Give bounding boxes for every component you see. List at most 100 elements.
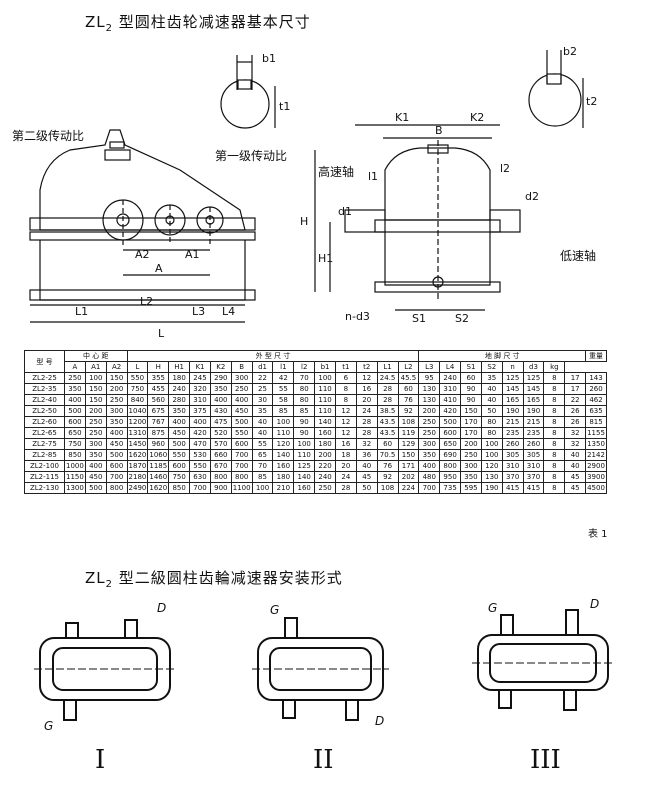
column-header: H1 xyxy=(168,361,191,373)
column-header: l1 xyxy=(272,361,295,373)
th-foot: 地 脚 尺 寸 xyxy=(418,350,587,362)
table-cell: 8 xyxy=(543,438,566,450)
table-cell: 190 xyxy=(480,482,503,494)
label-K1: K1 xyxy=(395,111,409,124)
column-header: L1 xyxy=(376,361,399,373)
table-cell: 1620 xyxy=(147,482,170,494)
label-B: B xyxy=(435,124,443,137)
form-2-D: D xyxy=(375,714,384,728)
page-title: ZL2 型圆柱齿轮减速器基本尺寸 xyxy=(85,13,311,34)
table-cell: 2180 xyxy=(126,471,149,483)
table-cell: 250 xyxy=(105,394,128,406)
table-cell: 250 xyxy=(230,383,253,395)
table-cell: 55 xyxy=(251,438,274,450)
table-cell: 500 xyxy=(230,416,253,428)
table-cell: 960 xyxy=(147,438,170,450)
label-L: L xyxy=(158,327,165,340)
table-cell: 430 xyxy=(209,405,232,417)
table-cell: 1870 xyxy=(126,460,149,472)
column-header: l2 xyxy=(293,361,316,373)
table-cell: 400 xyxy=(230,394,253,406)
table-cell: 80 xyxy=(480,427,503,439)
table-cell: 450 xyxy=(105,438,128,450)
label-L4: L4 xyxy=(222,305,235,318)
table-cell: 420 xyxy=(189,427,211,439)
form-1-G: G xyxy=(44,719,53,733)
table-cell: 250 xyxy=(84,416,107,428)
column-header: K2 xyxy=(209,361,232,373)
label-A2: A2 xyxy=(135,248,150,261)
table-cell: 240 xyxy=(314,471,336,483)
table-cell: 28 xyxy=(376,394,399,406)
table-cell: 370 xyxy=(522,471,545,483)
table-cell: 90 xyxy=(460,394,482,406)
table-cell: 595 xyxy=(460,482,482,494)
table-cell-model: ZL2-115 xyxy=(24,471,65,483)
table-cell: 550 xyxy=(189,460,211,472)
th-center: 中 心 距 xyxy=(64,350,128,362)
column-header: H xyxy=(147,361,170,373)
table-cell: 310 xyxy=(501,460,524,472)
table-cell: 100 xyxy=(480,438,503,450)
table-cell: 140 xyxy=(272,449,295,461)
table-cell: 40 xyxy=(480,383,503,395)
table-cell: 28 xyxy=(355,427,378,439)
table-cell: 1150 xyxy=(64,471,86,483)
table-cell-model: ZL2-65 xyxy=(24,427,65,439)
table-cell: 100 xyxy=(480,449,503,461)
column-header: A1 xyxy=(84,361,107,373)
table-cell: 160 xyxy=(293,482,316,494)
table-cell: 143 xyxy=(585,372,607,384)
table-cell: 6 xyxy=(334,372,357,384)
table-cell: 70 xyxy=(251,460,274,472)
label-A: A xyxy=(155,262,163,275)
table-cell: 85 xyxy=(272,405,295,417)
table-cell: 550 xyxy=(168,449,191,461)
table-cell: 550 xyxy=(230,427,253,439)
table-cell: 26 xyxy=(564,416,587,428)
table-cell: 190 xyxy=(522,405,545,417)
table-cell: 200 xyxy=(105,383,128,395)
table-cell: 8 xyxy=(334,394,357,406)
table-cell: 950 xyxy=(439,471,462,483)
column-header: kg xyxy=(543,361,566,373)
table-cell: 110 xyxy=(293,449,316,461)
table-cell: 24 xyxy=(334,471,357,483)
table-cell: 700 xyxy=(189,482,211,494)
column-header: t1 xyxy=(334,361,357,373)
table-cell: 180 xyxy=(314,438,336,450)
table-cell: 80 xyxy=(293,383,316,395)
table-cell: 520 xyxy=(209,427,232,439)
table-cell-model: ZL2-130 xyxy=(24,482,65,494)
table-cell: 450 xyxy=(230,405,253,417)
table-cell: 570 xyxy=(209,438,232,450)
label-L3: L3 xyxy=(192,305,205,318)
table-cell: 480 xyxy=(418,471,441,483)
table-cell: 8 xyxy=(543,394,566,406)
table-cell: 750 xyxy=(168,471,191,483)
table-cell: 350 xyxy=(64,383,86,395)
table-cell: 550 xyxy=(126,372,149,384)
table-cell: 125 xyxy=(293,460,316,472)
table-cell: 8 xyxy=(543,372,566,384)
table-cell: 700 xyxy=(230,449,253,461)
table-cell: 500 xyxy=(168,438,191,450)
label-b2: b2 xyxy=(563,45,577,58)
table-cell: 310 xyxy=(189,394,211,406)
table-cell: 415 xyxy=(522,482,545,494)
table-cell-model: ZL2-50 xyxy=(24,405,65,417)
table-cell: 60 xyxy=(460,372,482,384)
table-cell: 8 xyxy=(543,460,566,472)
table-cell: 630 xyxy=(189,471,211,483)
label-K2: K2 xyxy=(470,111,484,124)
table-cell: 40 xyxy=(480,394,503,406)
table-cell: 130 xyxy=(480,471,503,483)
table-cell: 1620 xyxy=(126,449,149,461)
table-cell: 800 xyxy=(105,482,128,494)
table-cell: 38.5 xyxy=(376,405,399,417)
table-cell: 130 xyxy=(418,383,441,395)
